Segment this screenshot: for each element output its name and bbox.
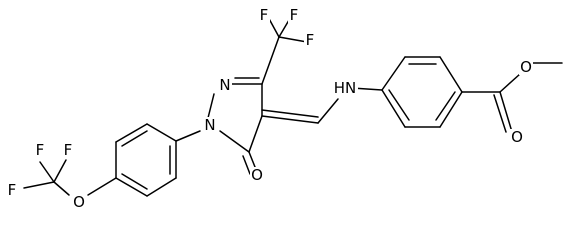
bond-ester-c-oalkyl <box>499 73 521 93</box>
atom-label-n1: N <box>204 116 215 134</box>
bond-la-4 <box>115 177 148 197</box>
atom-label-f4: F <box>36 141 45 159</box>
bonds <box>23 14 563 197</box>
bond-n2-n1 <box>207 93 215 119</box>
bond-c4-ch <box>261 115 319 124</box>
atom-label-o-ester: O <box>520 58 532 76</box>
atom-label-nh: HN <box>334 79 357 97</box>
bond-la-inner-2 <box>121 173 148 190</box>
bond-ocf3-f5 <box>53 159 67 183</box>
bond-n1-c5 <box>219 130 250 153</box>
bond-la-inner-1 <box>121 130 148 147</box>
atom-label-f6: F <box>8 181 17 199</box>
bond-cf3-f3 <box>278 36 308 43</box>
bond-c5-o-double <box>242 155 251 175</box>
bond-ester-c-o-double <box>493 94 507 133</box>
bond-la-5 <box>146 177 177 197</box>
bond-ra-6 <box>381 89 406 128</box>
bond-ocf3-f4 <box>39 161 55 183</box>
bond-ra-inner-3 <box>388 89 410 121</box>
bond-ra-inner-2 <box>435 91 456 121</box>
atom-label-n2: N <box>219 76 230 94</box>
atom-label-o-ketone: O <box>251 166 263 184</box>
bond-c5-c4 <box>248 115 263 153</box>
atom-label-f5: F <box>64 141 73 159</box>
atom-label-f3: F <box>306 31 315 49</box>
atom-label-o-ether: O <box>73 193 85 211</box>
bond-ester-c-o <box>499 91 513 133</box>
bond-c3-cf3 <box>261 36 280 85</box>
bond-ra-1 <box>381 56 406 91</box>
bond-o-cf3 <box>53 181 70 196</box>
atom-label-o-carbonyl: O <box>511 128 523 146</box>
bond-ra-4 <box>439 91 463 128</box>
bond-ra-3 <box>439 56 463 93</box>
bond-c4-ch-double <box>261 109 319 118</box>
molecule-structure: F F F N N HN O F F F O O O <box>6 6 563 211</box>
bond-ar-o <box>87 177 117 196</box>
atom-label-f1: F <box>260 6 269 24</box>
bond-ocf3-f6 <box>23 181 55 189</box>
atom-labels: F F F N N HN O F F F O O O <box>6 6 533 211</box>
atom-label-f2: F <box>290 6 299 24</box>
bond-la-1 <box>146 123 177 142</box>
bond-la-2 <box>115 123 148 143</box>
bond-ch-nh <box>317 98 339 124</box>
bond-n1-aryl <box>175 130 201 142</box>
